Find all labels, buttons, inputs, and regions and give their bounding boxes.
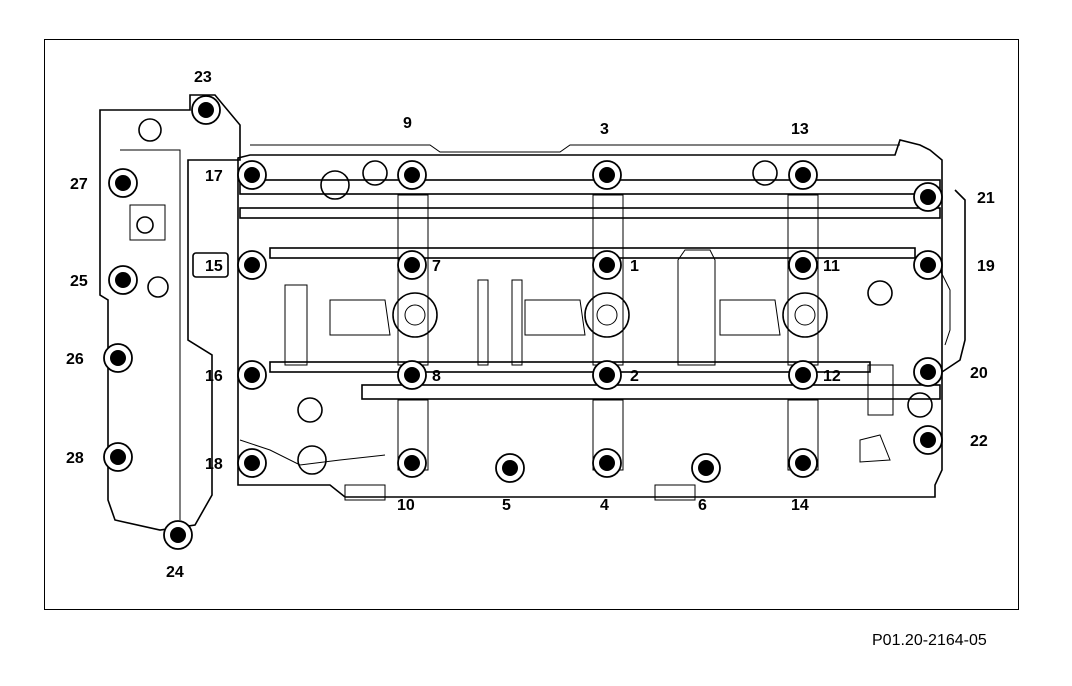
figure-code: P01.20-2164-05 (872, 632, 987, 649)
bolt-16-core (244, 367, 260, 383)
bolt-13-core (795, 167, 811, 183)
bolt-2-core (599, 367, 615, 383)
bolt-4-core (599, 455, 615, 471)
bolt-27-label: 27 (70, 176, 88, 193)
bolt-14-label: 14 (791, 497, 809, 514)
bolt-15-core (244, 257, 260, 273)
bolt-17-core (244, 167, 260, 183)
bolt-9-label: 9 (403, 115, 412, 132)
bolt-12-label: 12 (823, 368, 841, 385)
bolt-11-label: 11 (823, 258, 840, 275)
bolt-9-core (404, 167, 420, 183)
bolt-22-label: 22 (970, 433, 988, 450)
bolt-1-core (599, 257, 615, 273)
bolt-12-core (795, 367, 811, 383)
bolt-3-core (599, 167, 615, 183)
bolt-4-label: 4 (600, 497, 609, 514)
bolt-7-label: 7 (432, 258, 441, 275)
bolt-28-label: 28 (66, 450, 84, 467)
bolt-5-label: 5 (502, 497, 511, 514)
bolt-1-label: 1 (630, 258, 639, 275)
bolt-25-label: 25 (70, 273, 88, 290)
bolt-22-core (920, 432, 936, 448)
bolt-3-label: 3 (600, 121, 609, 138)
bolt-10-core (404, 455, 420, 471)
bolt-20-label: 20 (970, 365, 988, 382)
bolt-6-label: 6 (698, 497, 707, 514)
bolt-8-label: 8 (432, 368, 441, 385)
bolt-20-core (920, 364, 936, 380)
bolt-14-core (795, 455, 811, 471)
bolt-24-label: 24 (166, 564, 184, 581)
bolt-16-label: 16 (205, 368, 223, 385)
bolt-18-core (244, 455, 260, 471)
bolt-25-core (115, 272, 131, 288)
bolt-23-label: 23 (194, 69, 212, 86)
bolt-13-label: 13 (791, 121, 809, 138)
bolt-28-core (110, 449, 126, 465)
bolt-10-label: 10 (397, 497, 415, 514)
bolt-19-label: 19 (977, 258, 995, 275)
bolt-17-label: 17 (205, 168, 223, 185)
bolt-26-label: 26 (66, 351, 84, 368)
bolt-21-label: 21 (977, 190, 995, 207)
bolt-21-core (920, 189, 936, 205)
bolt-5-core (502, 460, 518, 476)
bolt-27-core (115, 175, 131, 191)
bolt-7-core (404, 257, 420, 273)
bolt-26-core (110, 350, 126, 366)
bolt-markers (103, 95, 943, 550)
bolt-24-core (170, 527, 186, 543)
bolt-6-core (698, 460, 714, 476)
bolt-18-label: 18 (205, 456, 223, 473)
bolt-11-core (795, 257, 811, 273)
bolt-19-core (920, 257, 936, 273)
bolt-2-label: 2 (630, 368, 639, 385)
bolt-8-core (404, 367, 420, 383)
housing-outline (99, 94, 966, 531)
diagram-frame (44, 39, 1019, 610)
bolt-15-label: 15 (205, 258, 223, 275)
bolt-23-core (198, 102, 214, 118)
